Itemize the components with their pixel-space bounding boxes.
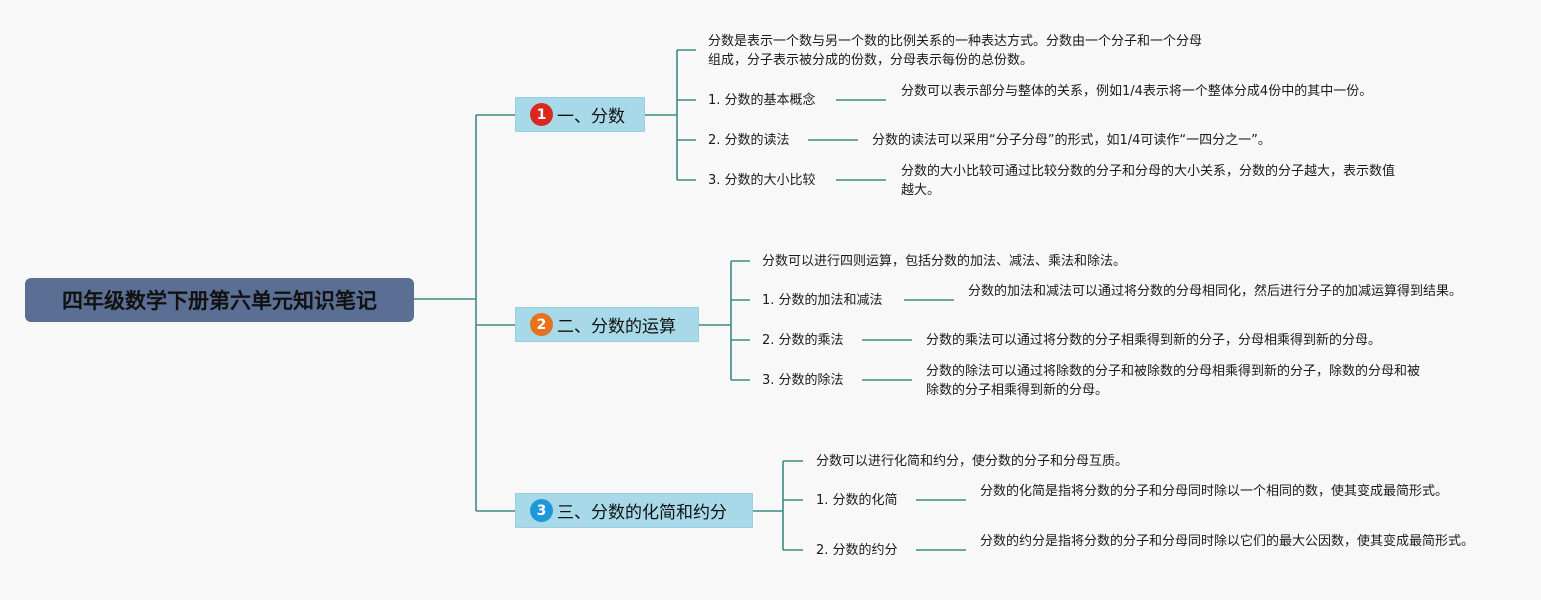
- topic-2-sub-1-label: 1. 分数的加法和减法: [762, 293, 883, 308]
- topic-1-sub-1-desc: 分数可以表示部分与整体的关系，例如1/4表示将一个整体分成4份中的其中一份。: [901, 84, 1373, 99]
- topic-2-sub-3-desc: 分数的除法可以通过将除数的分子和被除数的分母相乘得到新的分子，除数的分母和被除数…: [926, 364, 1421, 398]
- topic-2-sub-2-label: 2. 分数的乘法: [762, 333, 844, 348]
- topic-1-sub-3-label: 3. 分数的大小比较: [708, 173, 816, 188]
- topic-1-sub-3-desc: 分数的大小比较可通过比较分数的分子和分母的大小关系，分数的分子越大，表示数值越大…: [901, 164, 1396, 198]
- topic-1-sub-1-label: 1. 分数的基本概念: [708, 93, 816, 108]
- topic-2-sub-3-label: 3. 分数的除法: [762, 373, 844, 388]
- topic-3-sub-2-desc: 分数的约分是指将分数的分子和分母同时除以它们的最大公因数，使其变成最简形式。: [980, 534, 1475, 549]
- number-3-badge-icon: 3: [530, 499, 553, 522]
- topic-2-intro: 分数可以进行四则运算，包括分数的加法、减法、乘法和除法。: [762, 254, 1127, 269]
- topic-3-sub-2-label: 2. 分数的约分: [816, 543, 898, 558]
- topic-title-2: 二、分数的运算: [557, 317, 676, 337]
- topic-node-2[interactable]: 2 二、分数的运算: [515, 307, 699, 342]
- number-1-badge-icon: 1: [530, 103, 553, 126]
- topic-3-sub-1-label: 1. 分数的化简: [816, 493, 898, 508]
- topic-1-sub-2-desc: 分数的读法可以采用“分子分母”的形式，如1/4可读作“一四分之一”。: [872, 133, 1271, 148]
- number-2-badge-icon: 2: [530, 313, 553, 336]
- topic-1-intro: 分数是表示一个数与另一个数的比例关系的一种表达方式。分数由一个分子和一个分母组成…: [708, 34, 1203, 68]
- root-node[interactable]: 四年级数学下册第六单元知识笔记: [25, 278, 414, 322]
- topic-title-1: 一、分数: [557, 107, 625, 127]
- topic-node-3[interactable]: 3 三、分数的化简和约分: [515, 493, 753, 528]
- root-title: 四年级数学下册第六单元知识笔记: [62, 289, 377, 313]
- topic-3-intro: 分数可以进行化简和约分，使分数的分子和分母互质。: [816, 454, 1129, 469]
- topic-node-1[interactable]: 1 一、分数: [515, 97, 645, 132]
- topic-title-3: 三、分数的化简和约分: [557, 503, 727, 523]
- topic-2-sub-1-desc: 分数的加法和减法可以通过将分数的分母相同化，然后进行分子的加减运算得到结果。: [968, 284, 1463, 299]
- topic-3-sub-1-desc: 分数的化简是指将分数的分子和分母同时除以一个相同的数，使其变成最简形式。: [980, 484, 1449, 499]
- topic-1-sub-2-label: 2. 分数的读法: [708, 133, 790, 148]
- topic-2-sub-2-desc: 分数的乘法可以通过将分数的分子相乘得到新的分子，分母相乘得到新的分母。: [926, 333, 1382, 348]
